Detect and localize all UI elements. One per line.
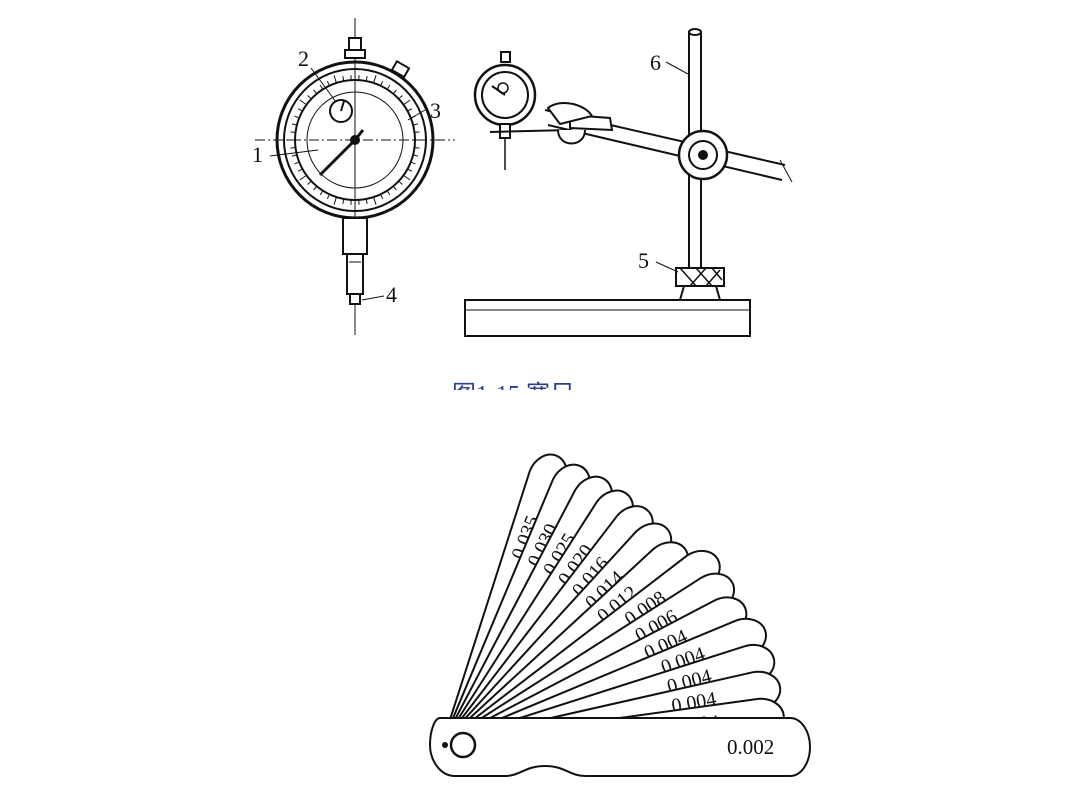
label-1: 1 bbox=[252, 142, 263, 167]
stand-labels: 5 6 bbox=[638, 50, 661, 273]
dial-scale bbox=[287, 75, 423, 205]
magnetic-stand bbox=[464, 28, 793, 337]
dial-indicator bbox=[255, 18, 455, 335]
caption-clip: 图1-15 塞尺 bbox=[452, 381, 574, 408]
dial-indicator-labels: 1 2 3 4 bbox=[252, 46, 441, 307]
pivot-hole bbox=[449, 731, 477, 759]
feeler-gauge: 0.0350.0300.0250.0200.0160.0140.0120.008… bbox=[428, 453, 811, 777]
label-3: 3 bbox=[430, 98, 441, 123]
label-4: 4 bbox=[386, 282, 397, 307]
label-5: 5 bbox=[638, 248, 649, 273]
blade-thickness-label: 0.002 bbox=[727, 735, 774, 759]
figure-caption: 图1-15 塞尺 bbox=[452, 381, 574, 408]
label-6: 6 bbox=[650, 50, 661, 75]
pivot-rivet bbox=[442, 742, 448, 748]
feeler-blade-bottom: 0.002 bbox=[428, 717, 811, 777]
label-2: 2 bbox=[298, 46, 309, 71]
